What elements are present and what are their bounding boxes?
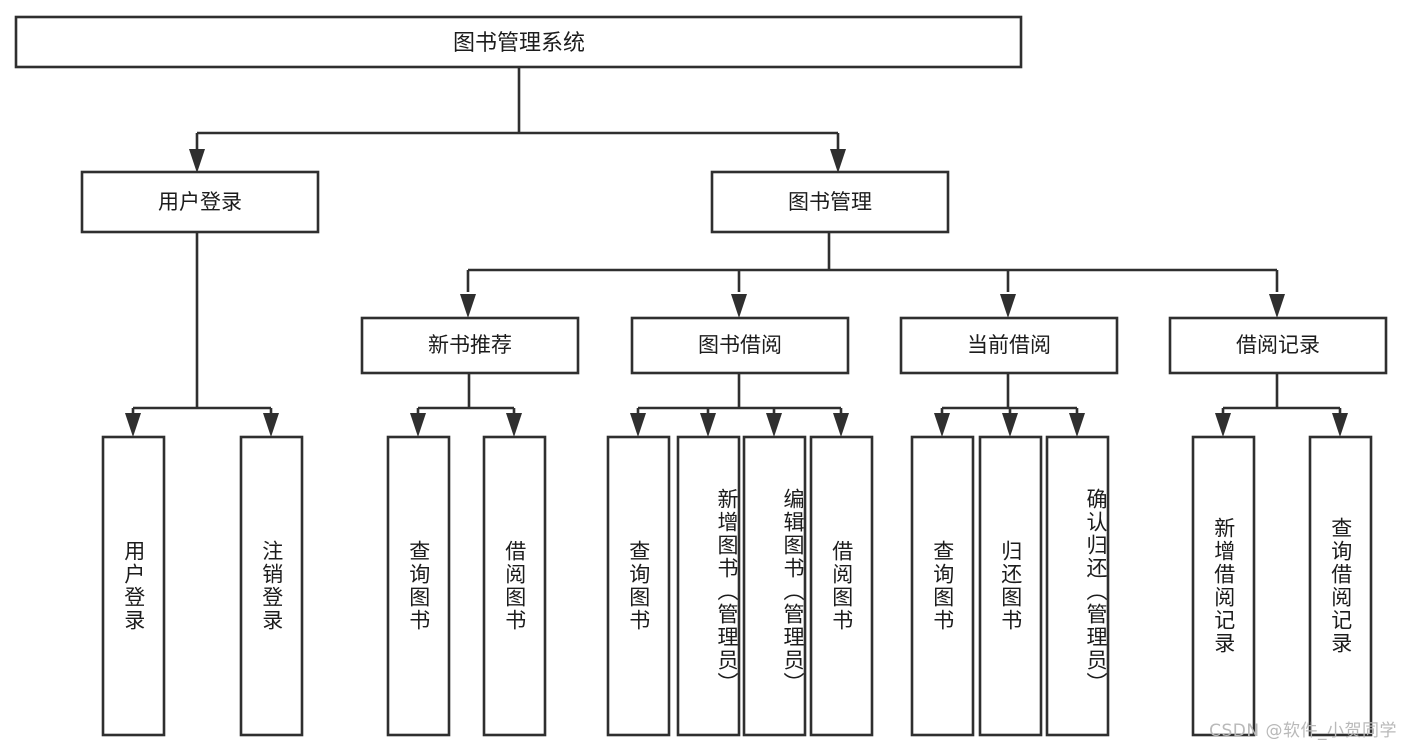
node-new-book-recommend[interactable]: 新书推荐 — [360, 316, 580, 375]
leaf-label-query-book-2: 查询图书 — [626, 540, 651, 632]
leaf-box-add-book-admin[interactable] — [676, 435, 741, 737]
leaf-box-query-book-1[interactable] — [386, 435, 451, 737]
leaf-label-add-borrow-record: 新增借阅记录 — [1211, 517, 1236, 655]
node-borrow-record-label: 借阅记录 — [1236, 333, 1320, 357]
leaf-label-query-book-3: 查询图书 — [930, 540, 955, 632]
leaf-box-query-book-2[interactable] — [606, 435, 671, 737]
leaf-label-edit-book-admin: 编辑图书（管理员） — [781, 487, 805, 695]
leaf-label-borrow-book-2: 借阅图书 — [829, 540, 854, 632]
connector-borrow-record-to-leaves — [1215, 373, 1348, 437]
connector-user-login-to-leaves — [125, 232, 279, 437]
node-root-system-label: 图书管理系统 — [453, 31, 585, 56]
csdn-watermark: CSDN @软件_小贺同学 — [1209, 721, 1397, 741]
leaf-box-logout[interactable] — [239, 435, 304, 737]
leaf-label-user-login: 用户登录 — [121, 540, 146, 632]
leaf-box-user-login[interactable] — [101, 435, 166, 737]
node-book-borrow[interactable]: 图书借阅 — [630, 316, 850, 375]
connector-book-mgmt-to-level3 — [460, 232, 1285, 318]
leaf-boxes — [101, 435, 1373, 737]
leaf-box-return-book[interactable] — [978, 435, 1043, 737]
node-current-borrow[interactable]: 当前借阅 — [899, 316, 1119, 375]
leaf-label-query-book-1: 查询图书 — [406, 540, 431, 632]
node-current-borrow-label: 当前借阅 — [967, 333, 1051, 357]
node-user-login[interactable]: 用户登录 — [80, 170, 320, 234]
leaf-box-edit-book-admin[interactable] — [742, 435, 807, 737]
node-borrow-record[interactable]: 借阅记录 — [1168, 316, 1388, 375]
leaf-box-confirm-return-admin[interactable] — [1045, 435, 1110, 737]
node-root-system[interactable]: 图书管理系统 — [14, 15, 1023, 69]
leaf-label-return-book: 归还图书 — [998, 540, 1023, 632]
leaf-label-query-borrow-record: 查询借阅记录 — [1328, 517, 1353, 655]
leaf-box-borrow-book-2[interactable] — [809, 435, 874, 737]
leaf-box-query-book-3[interactable] — [910, 435, 975, 737]
connector-new-book-to-leaves — [410, 373, 522, 437]
leaf-box-borrow-book-1[interactable] — [482, 435, 547, 737]
connector-root-to-level2 — [189, 67, 846, 173]
connector-current-borrow-to-leaves — [934, 373, 1085, 437]
node-new-book-recommend-label: 新书推荐 — [428, 333, 512, 357]
leaf-label-borrow-book-1: 借阅图书 — [502, 540, 527, 632]
leaf-box-query-borrow-record[interactable] — [1308, 435, 1373, 737]
node-book-management-label: 图书管理 — [788, 190, 872, 214]
node-user-login-label: 用户登录 — [158, 190, 242, 214]
node-book-borrow-label: 图书借阅 — [698, 333, 782, 357]
leaf-box-add-borrow-record[interactable] — [1191, 435, 1256, 737]
leaf-label-confirm-return-admin: 确认归还（管理员） — [1084, 487, 1108, 695]
node-book-management[interactable]: 图书管理 — [710, 170, 950, 234]
connector-borrow-to-leaves — [630, 373, 849, 437]
leaf-label-logout: 注销登录 — [259, 540, 284, 632]
leaf-label-add-book-admin: 新增图书（管理员） — [715, 487, 739, 695]
